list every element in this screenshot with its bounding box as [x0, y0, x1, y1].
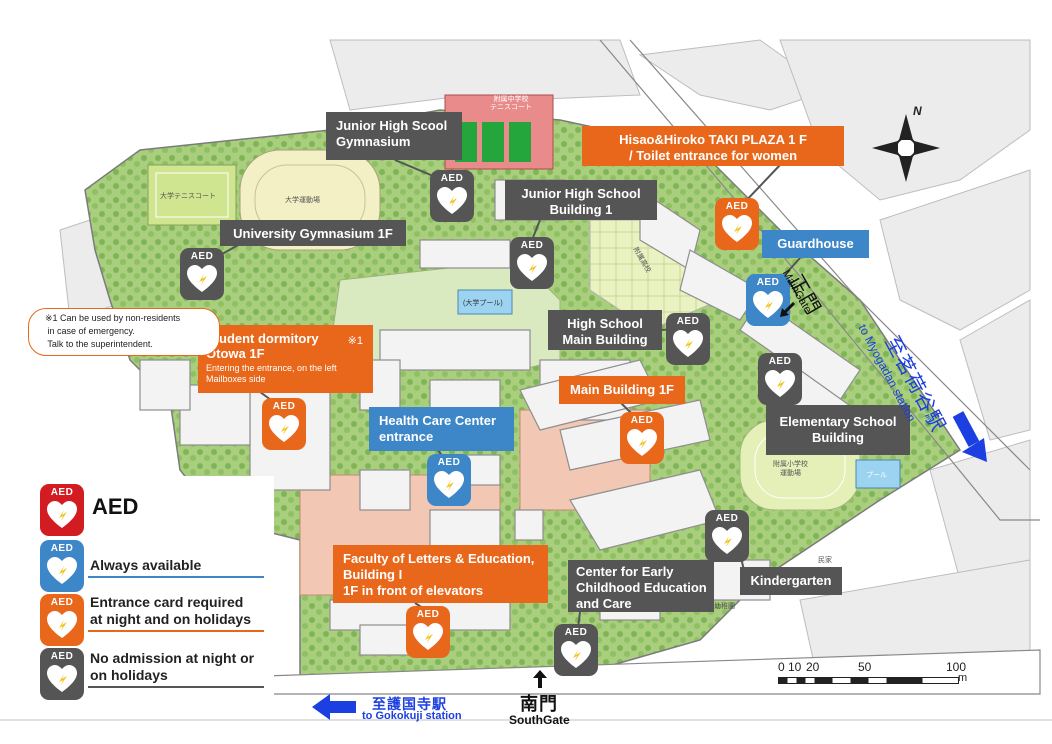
aed-icon-elementary[interactable]: AED [758, 353, 802, 405]
south-gate-jp: 南門 [520, 694, 558, 714]
aed-icon-health-care[interactable]: AED [427, 454, 471, 506]
main-gate-arrow-icon [780, 301, 796, 317]
legend-aed-red-icon: AED [40, 484, 84, 536]
legend-no-admission-label: No admission at night or on holidays [90, 650, 255, 683]
label-main-building: Main Building 1F [559, 376, 685, 404]
aed-icon-high-school[interactable]: AED [666, 313, 710, 365]
student-dorm-detail: Entering the entrance, on the left Mailb… [206, 363, 337, 384]
aed-icon-taki-plaza[interactable]: AED [715, 198, 759, 250]
label-taki-plaza: Hisao&Hiroko TAKI PLAZA 1 F / Toilet ent… [582, 126, 844, 166]
direction-gokokuji-en: to Gokokuji station [362, 710, 462, 722]
scale-tick-100: 100 [946, 660, 967, 674]
label-guardhouse: Guardhouse [762, 230, 869, 258]
student-dorm-note-mark: ※1 [347, 335, 363, 347]
aed-icon-early-childhood[interactable]: AED [554, 624, 598, 676]
scale-unit: m [958, 672, 968, 684]
aed-icon-university-gym[interactable]: AED [180, 248, 224, 300]
south-gate-arrow-icon [533, 670, 547, 688]
compass-icon [872, 114, 940, 182]
compass-north-label: N [913, 104, 922, 118]
scale-bar: 0 10 20 50 100 m [778, 660, 968, 690]
label-student-dormitory: Student dormitory Otowa 1F ※1 Entering t… [198, 325, 373, 393]
label-early-childhood: Center for Early Childhood Education and… [568, 560, 714, 612]
student-dorm-title: Student dormitory Otowa 1F [206, 331, 319, 361]
label-junior-high-gymnasium: Junior High Scool Gymnasium [326, 112, 462, 160]
legend-entrance-card-line [88, 630, 264, 632]
map-text-house: 民家 [818, 557, 832, 564]
elementary-pool [855, 459, 901, 489]
aed-icon-student-dormitory[interactable]: AED [262, 398, 306, 450]
legend-no-admission-icon: AED [40, 648, 84, 700]
aed-icon-junior-high-building[interactable]: AED [510, 237, 554, 289]
legend-title: AED [92, 494, 139, 519]
legend-no-admission-line [88, 686, 264, 688]
direction-gokokuji-jp: 至護国寺駅 [372, 696, 447, 712]
label-high-school: High School Main Building [548, 310, 662, 350]
aed-icon-kindergarten[interactable]: AED [705, 510, 749, 562]
label-junior-high-building: Junior High School Building 1 [505, 180, 657, 220]
legend-entrance-card-icon: AED [40, 594, 84, 646]
legend-always-label: Always available [90, 557, 202, 573]
south-gate-en: SouthGate [509, 713, 570, 727]
scale-tick-10: 10 [788, 660, 802, 674]
university-tennis-court [147, 164, 237, 226]
label-kindergarten: Kindergarten [740, 567, 842, 595]
scale-tick-50: 50 [858, 660, 872, 674]
legend-entrance-card-label: Entrance card required at night and on h… [90, 594, 251, 627]
aed-icon-faculty-letters[interactable]: AED [406, 606, 450, 658]
scale-tick-20: 20 [806, 660, 820, 674]
university-pool [457, 289, 513, 315]
map-text-pool2: プール [866, 472, 887, 479]
map-text-elem-field: 附属小学校 運動場 [773, 461, 808, 477]
legend-always-line [88, 576, 264, 578]
map-text-univ-field: 大学運動場 [285, 197, 320, 204]
label-university-gymnasium: University Gymnasium 1F [220, 220, 406, 246]
aed-icon-guardhouse[interactable]: AED [746, 274, 790, 326]
map-text-pool: (大学プール) [463, 300, 503, 307]
emergency-note: ※1 Can be used by non-residents in case … [28, 308, 220, 356]
direction-gokokuji-arrow-icon [312, 694, 356, 720]
scale-tick-0: 0 [778, 660, 785, 674]
aed-icon-junior-high-gym[interactable]: AED [430, 170, 474, 222]
legend-always-icon: AED [40, 540, 84, 592]
label-health-care-center: Health Care Center entrance [369, 407, 514, 451]
label-elementary-school: Elementary School Building [766, 405, 910, 455]
label-faculty-letters: Faculty of Letters & Education, Building… [333, 545, 548, 603]
map-text-kinder-jp: 幼稚園 [714, 603, 735, 610]
map-text-jhs-tennis: 附属中学校 テニスコート [490, 96, 532, 111]
aed-icon-main-building[interactable]: AED [620, 412, 664, 464]
direction-myogadani-arrow-icon [952, 411, 987, 462]
map-text-univ-tennis: 大学テニスコート [160, 193, 216, 200]
